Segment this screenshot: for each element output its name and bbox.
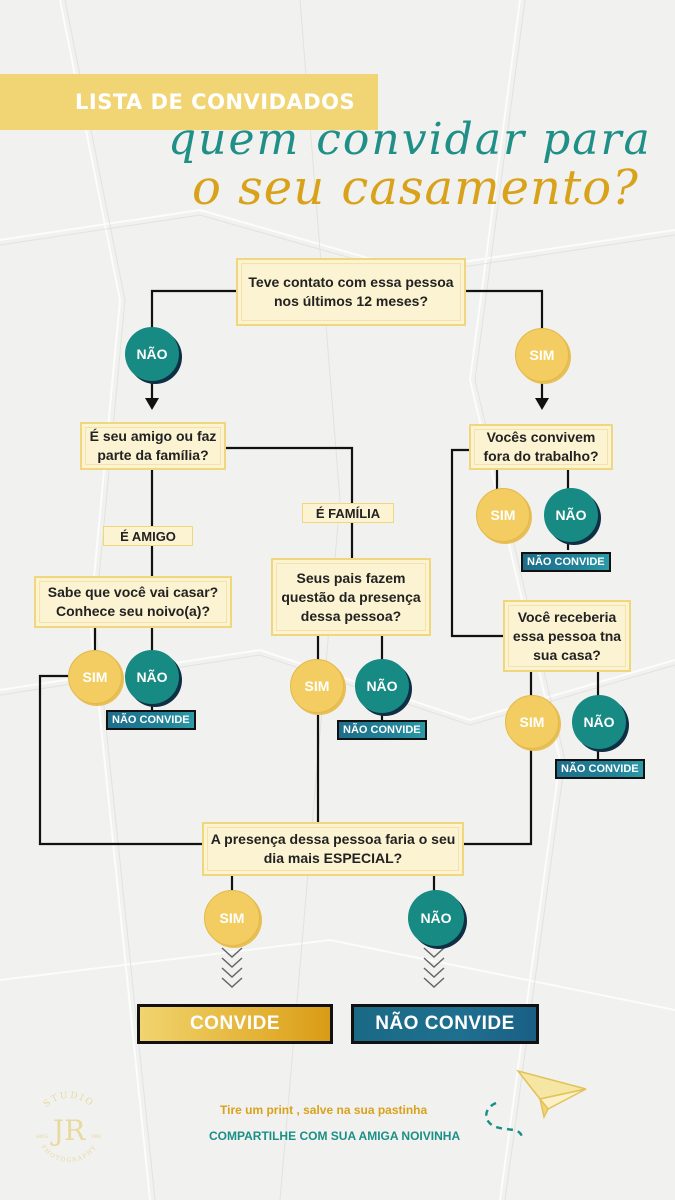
footer-line1: Tire um print , salve na sua pastinha — [220, 1103, 428, 1117]
circle-yes-knows-wedding: SIM — [68, 650, 122, 704]
circle-no-home: NÃO — [572, 695, 626, 749]
result-invite: CONVIDE — [137, 1004, 333, 1044]
question-friend-family: É seu amigo ou faz parte da família? — [80, 422, 226, 470]
question-knows-wedding-text: Sabe que você vai casar? Conhece seu noi… — [47, 584, 219, 619]
circle-yes-outside-work: SIM — [476, 488, 530, 542]
question-parents-text: Seus pais fazem questão da presença dess… — [281, 569, 421, 624]
banner-title: LISTA DE CONVIDADOS — [75, 90, 356, 114]
badge-not-invite-home: NÃO CONVIDE — [555, 759, 645, 779]
logo-since: SINCE — [36, 1134, 49, 1139]
circle-yes-contact: SIM — [515, 328, 569, 382]
circle-no-contact: NÃO — [125, 327, 179, 381]
question-contact-text: Teve contato com essa pessoa nos últimos… — [248, 274, 454, 309]
circle-no-outside-work: NÃO — [544, 488, 598, 542]
question-knows-wedding: Sabe que você vai casar? Conhece seu noi… — [34, 576, 232, 628]
question-outside-work-text: Vocês convivem fora do trabalho? — [483, 429, 599, 464]
circle-no-parents: NÃO — [355, 659, 409, 713]
footer-line2: COMPARTILHE COM SUA AMIGA NOIVINHA — [209, 1129, 461, 1143]
svg-text:STUDIO: STUDIO — [42, 1091, 96, 1110]
circle-no-special: NÃO — [408, 890, 464, 946]
question-home-text: Você receberia essa pessoa tna sua casa? — [512, 608, 622, 663]
question-outside-work: Vocês convivem fora do trabalho? — [469, 424, 613, 470]
badge-not-invite-parents: NÃO CONVIDE — [337, 720, 427, 740]
question-special-text: A presença dessa pessoa faria o seu dia … — [210, 831, 456, 866]
question-friend-family-text: É seu amigo ou faz parte da família? — [89, 428, 217, 463]
circle-yes-parents: SIM — [290, 659, 344, 713]
logo-monogram: JR — [50, 1114, 86, 1147]
question-home: Você receberia essa pessoa tna sua casa? — [503, 600, 631, 672]
circle-yes-special: SIM — [204, 890, 260, 946]
question-parents: Seus pais fazem questão da presença dess… — [271, 558, 431, 636]
script-title-line2: o seu casamento? — [192, 160, 639, 216]
circle-no-knows-wedding: NÃO — [125, 650, 179, 704]
title-banner — [0, 74, 378, 130]
label-friend: É AMIGO — [103, 526, 193, 546]
paper-plane-icon — [485, 1069, 587, 1140]
logo-year: 1992 — [91, 1134, 102, 1139]
logo-top-text: STUDIO — [42, 1091, 94, 1110]
question-special: A presença dessa pessoa faria o seu dia … — [202, 822, 464, 876]
studio-logo: STUDIO PHOTOGRAPHY JR SINCE 1992 — [36, 1091, 102, 1164]
badge-not-invite-knows-wedding: NÃO CONVIDE — [106, 710, 196, 730]
label-family: É FAMÍLIA — [302, 503, 394, 523]
badge-not-invite-outside-work: NÃO CONVIDE — [521, 552, 611, 572]
script-title-line1: quem convidar para — [168, 114, 652, 165]
circle-yes-home: SIM — [505, 695, 559, 749]
result-not-invite: NÃO CONVIDE — [351, 1004, 539, 1044]
question-contact: Teve contato com essa pessoa nos últimos… — [236, 258, 466, 326]
